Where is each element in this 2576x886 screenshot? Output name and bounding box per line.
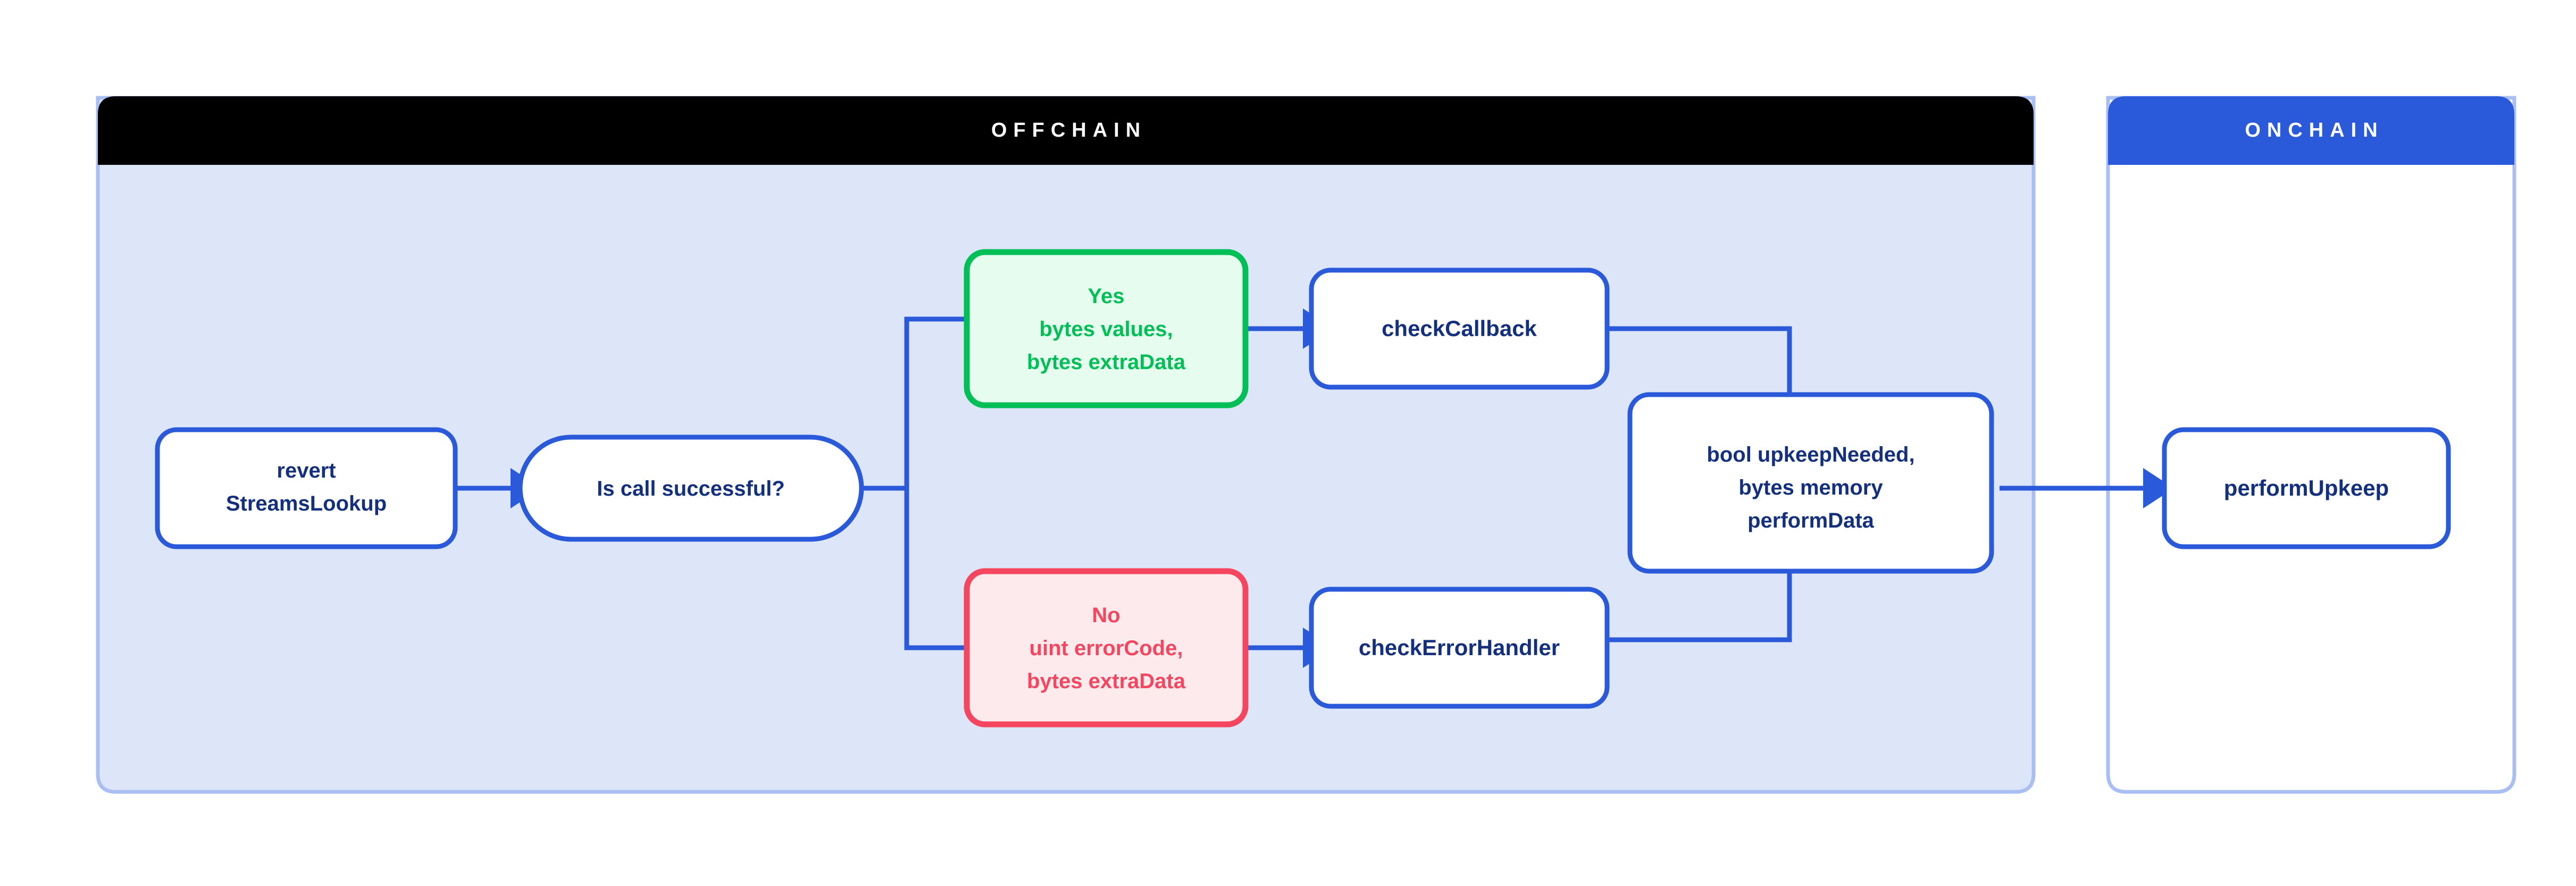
- node-check-callback-label: checkCallback: [1382, 316, 1537, 341]
- node-yes-branch-line-1: bytes values,: [1039, 317, 1173, 341]
- node-yes-branch-line-0: Yes: [1088, 285, 1125, 308]
- node-yes-branch-line-2: bytes extraData: [1027, 350, 1186, 374]
- node-upkeep-needed-line-0: bool upkeepNeeded,: [1707, 443, 1914, 466]
- node-is-call-successful[interactable]: Is call successful?: [517, 434, 864, 542]
- node-is-call-successful-shape[interactable]: [517, 434, 864, 542]
- node-is-call-successful-label: Is call successful?: [597, 477, 785, 500]
- node-yes-branch-shape[interactable]: [964, 249, 1249, 408]
- offchain-panel-title: OFFCHAIN: [991, 119, 1147, 141]
- arrowhead-to-performupkeep: [2143, 468, 2174, 508]
- onchain-panel-header: [2108, 96, 2514, 165]
- connectors: [455, 316, 2143, 650]
- edge-checkcallback-to-upkeep: [1607, 326, 1792, 395]
- node-no-branch-line-2: bytes extraData: [1027, 670, 1186, 693]
- node-check-callback-shape[interactable]: [1309, 268, 1610, 390]
- node-perform-upkeep-label: performUpkeep: [2224, 475, 2389, 500]
- node-upkeep-needed-shape[interactable]: [1627, 392, 1994, 574]
- node-check-error-handler-shape[interactable]: [1309, 587, 1610, 709]
- onchain-panel-title: ONCHAIN: [2245, 119, 2383, 141]
- node-yes-branch[interactable]: Yes bytes values, bytes extraData: [964, 249, 1249, 408]
- node-perform-upkeep[interactable]: performUpkeep: [2162, 427, 2451, 549]
- node-check-callback[interactable]: checkCallback: [1309, 268, 1610, 390]
- node-check-error-handler[interactable]: checkErrorHandler: [1309, 587, 1610, 709]
- node-no-branch-shape[interactable]: [964, 568, 1249, 728]
- node-revert-streamslookup-line-1: StreamsLookup: [226, 492, 387, 515]
- node-no-branch[interactable]: No uint errorCode, bytes extraData: [964, 568, 1249, 728]
- node-check-error-handler-label: checkErrorHandler: [1359, 635, 1560, 660]
- edge-checkerrorhandler-to-upkeep: [1607, 571, 1792, 642]
- node-upkeep-needed-line-1: bytes memory: [1738, 476, 1883, 499]
- offchain-panel-header: [98, 96, 2034, 165]
- node-revert-streamslookup-shape[interactable]: [155, 427, 458, 549]
- edge-decision-to-yes: [862, 316, 967, 491]
- node-upkeep-needed-line-2: performData: [1747, 509, 1875, 532]
- node-revert-streamslookup-line-0: revert: [277, 459, 336, 482]
- edge-decision-to-no: [904, 488, 967, 650]
- node-no-branch-line-1: uint errorCode,: [1030, 637, 1183, 660]
- node-perform-upkeep-shape[interactable]: [2162, 427, 2451, 549]
- node-revert-streamslookup[interactable]: revert StreamsLookup: [155, 427, 458, 549]
- node-upkeep-needed[interactable]: bool upkeepNeeded, bytes memory performD…: [1627, 392, 1994, 574]
- node-no-branch-line-0: No: [1092, 604, 1120, 627]
